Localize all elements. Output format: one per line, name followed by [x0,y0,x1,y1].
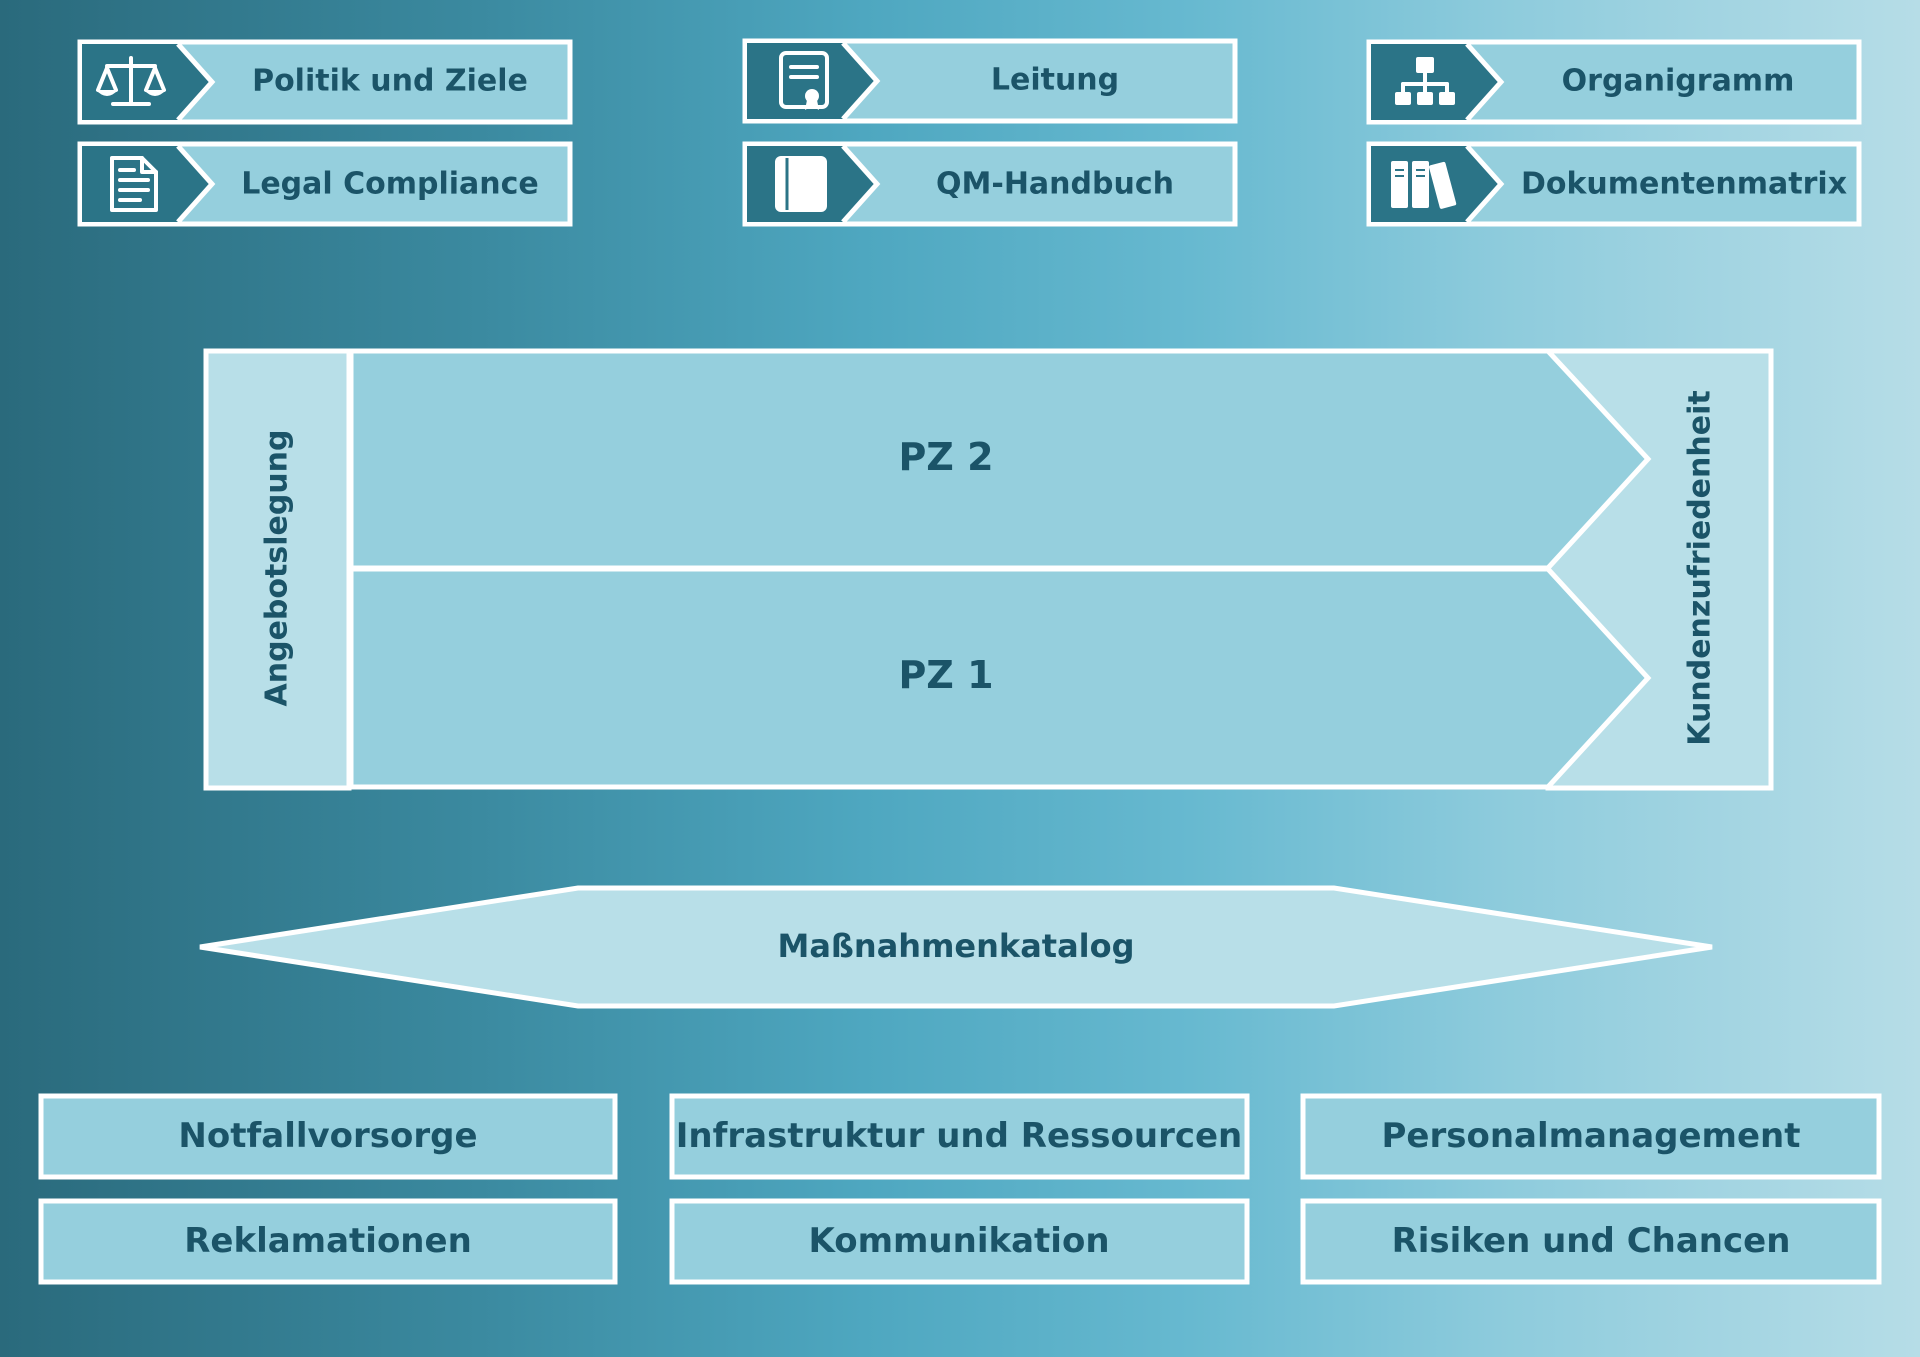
button-label: Legal Compliance [241,167,539,202]
box-label: Notfallvorsorge [178,1116,477,1156]
angebotslegung-panel [203,348,352,791]
button-dokumentenmatrix[interactable]: Dokumentenmatrix [1366,141,1862,227]
box-label: Risiken und Chancen [1392,1221,1791,1261]
box-label: Reklamationen [184,1221,472,1261]
kundenzufriedenheit-label: Kundenzufriedenheit [1683,390,1718,745]
box-notfallvorsorge[interactable]: Notfallvorsorge [38,1093,618,1180]
box-personalmanagement[interactable]: Personalmanagement [1300,1093,1882,1180]
box-infrastruktur-und-ressourcen[interactable]: Infrastruktur und Ressourcen [669,1093,1250,1180]
process-row-label: PZ 1 [898,653,993,697]
massnahmenkatalog-banner[interactable]: Maßnahmenkatalog [199,885,1713,1009]
box-label: Personalmanagement [1381,1116,1800,1156]
process-row-pz1[interactable]: PZ 1 [348,566,1652,790]
button-politik-und-ziele[interactable]: Politik und Ziele [77,39,573,125]
button-legal-compliance[interactable]: Legal Compliance [77,141,573,227]
book-icon [775,156,827,212]
process-row-label: PZ 2 [898,435,993,479]
process-block: PZ 2 PZ 1 Angebotslegung Kundenzufrieden… [203,348,1774,791]
box-risiken-und-chancen[interactable]: Risiken und Chancen [1300,1198,1882,1285]
button-label: Leitung [991,63,1119,98]
button-label: Politik und Ziele [252,64,528,99]
process-row-pz2[interactable]: PZ 2 [348,348,1652,571]
box-label: Kommunikation [808,1221,1109,1261]
box-label: Infrastruktur und Ressourcen [676,1116,1243,1156]
angebotslegung-label: Angebotslegung [260,430,295,707]
certificate-icon [779,51,829,110]
document-icon [110,156,158,212]
massnahmenkatalog-label: Maßnahmenkatalog [777,927,1134,965]
scales-icon [96,56,166,106]
binders-icon [1391,161,1457,209]
button-qm-handbuch[interactable]: QM-Handbuch [742,141,1238,227]
button-organigramm[interactable]: Organigramm [1366,39,1862,125]
org-chart-icon [1395,57,1455,105]
button-label: Dokumentenmatrix [1521,167,1847,202]
button-label: QM-Handbuch [936,167,1174,202]
box-reklamationen[interactable]: Reklamationen [38,1198,618,1285]
button-leitung[interactable]: Leitung [742,38,1238,124]
button-label: Organigramm [1562,64,1795,99]
box-kommunikation[interactable]: Kommunikation [669,1198,1250,1285]
